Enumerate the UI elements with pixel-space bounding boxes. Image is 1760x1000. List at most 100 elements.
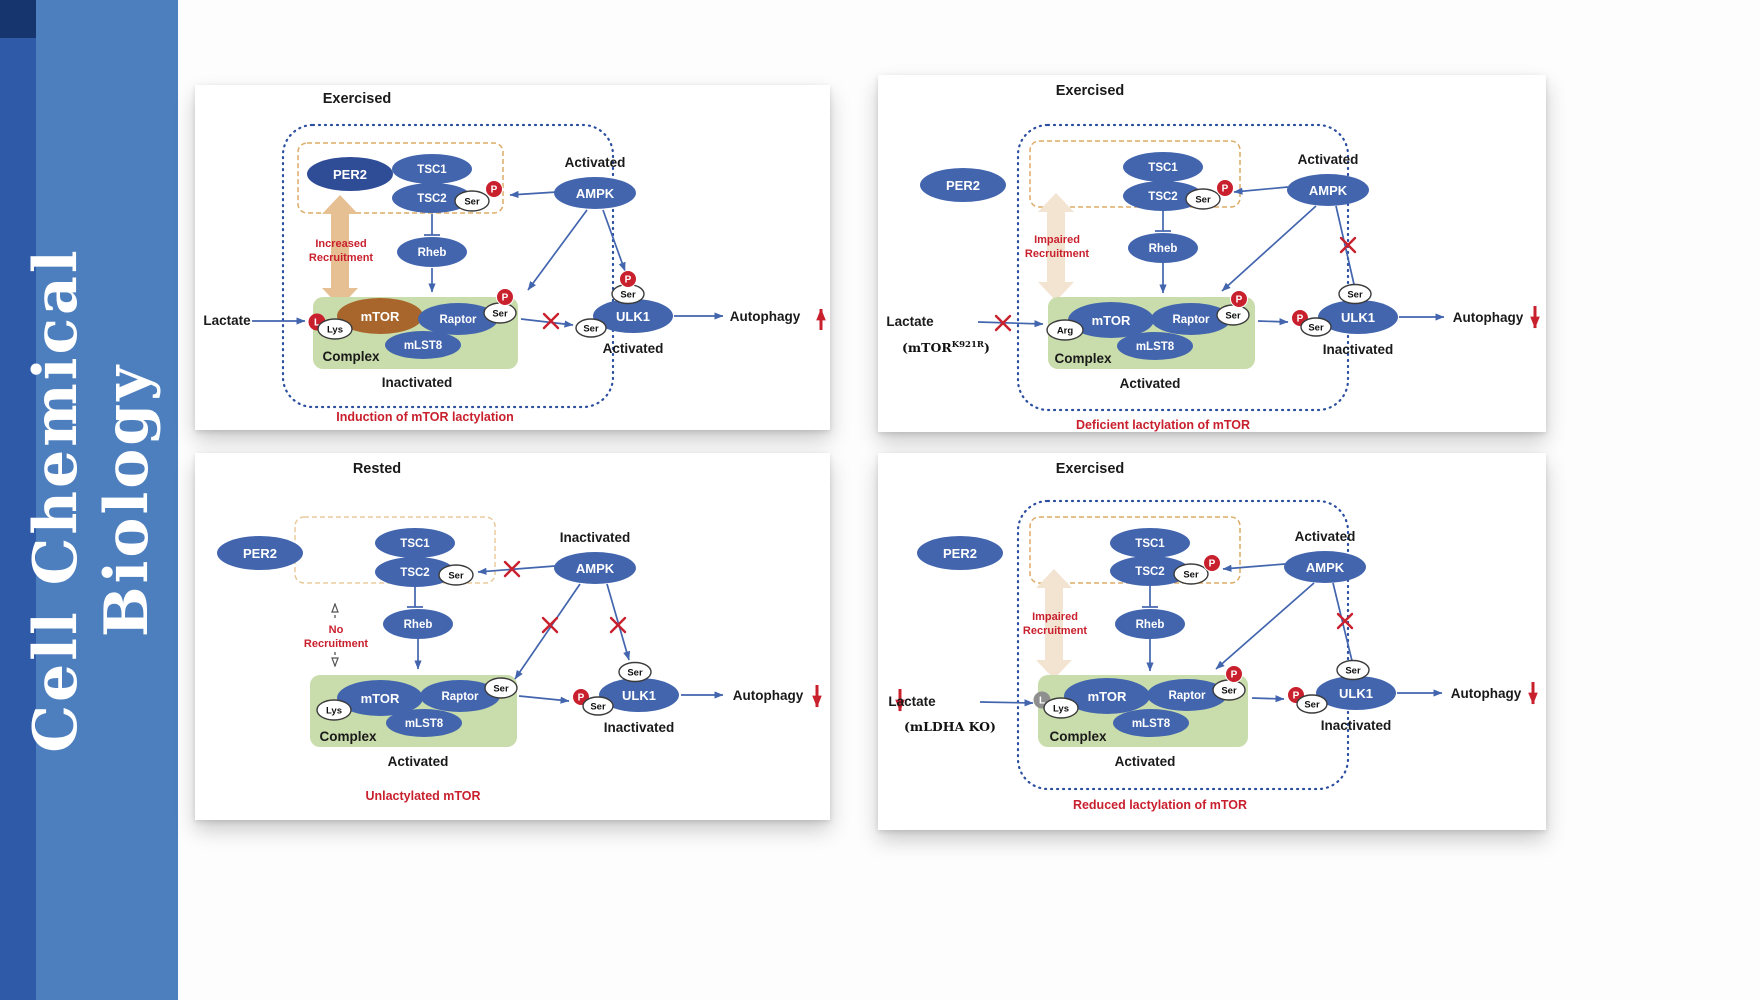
autophagy-label: Autophagy [1451,686,1522,701]
svg-text:P: P [625,275,632,286]
autophagy-label: Autophagy [730,309,801,324]
ulk1-state-label: Inactivated [1323,342,1394,357]
svg-text:P: P [1209,559,1216,570]
sidebar-edge-strip [0,0,36,1000]
svg-text:mLST8: mLST8 [405,718,444,730]
svg-text:TSC2: TSC2 [400,567,429,579]
svg-text:Lys: Lys [327,325,343,336]
panel-title: Exercised [1056,461,1125,477]
panel-caption: Induction of mTOR lactylation [336,410,514,424]
panel-rested-unlactylated: PER2 TSC1 TSC2 Ser Inactivated AMPK Rheb… [195,453,830,820]
recruitment-label-line2: Recruitment [304,638,369,650]
recruitment-zone-box [297,142,504,214]
ampk-state-label: Activated [1295,529,1356,544]
svg-text:TSC2: TSC2 [1148,191,1177,203]
svg-text:Ser: Ser [590,702,606,713]
svg-text:mLST8: mLST8 [1132,718,1171,730]
complex-state-label: Activated [1120,376,1181,391]
panel-title: Rested [353,461,401,477]
ampk-node: AMPK [1287,174,1369,206]
tsc2-ser-site: Ser [1173,563,1209,585]
journal-title: Cell Chemical Biology [21,247,163,752]
svg-text:Raptor: Raptor [1172,314,1210,326]
svg-text:P: P [1231,670,1238,681]
lactate-label: Lactate [886,314,934,329]
mtor-mutant-label: (mTORK921R) [902,340,990,355]
mlst8-node: mLST8 [1117,332,1193,360]
lactate-label: Lactate [203,313,251,328]
svg-text:Ser: Ser [492,309,508,320]
svg-text:TSC1: TSC1 [417,164,447,176]
svg-text:PER2: PER2 [943,546,977,561]
ulk1-ser-site-top: Ser [1338,283,1372,305]
ulk1-node: ULK1 [599,678,679,712]
ampk-node: AMPK [554,177,636,209]
panel4-diagram: PER2 TSC1 TSC2 Ser P Activated AMPK Rheb… [888,461,1538,812]
svg-text:TSC2: TSC2 [417,193,446,205]
svg-text:ULK1: ULK1 [622,688,656,703]
per2-node: PER2 [217,536,303,570]
raptor-ser-site: Ser [1216,304,1250,326]
recruitment-label-line1: Increased [315,238,366,250]
svg-text:PER2: PER2 [333,167,367,182]
panel-exercised-reduced: PER2 TSC1 TSC2 Ser P Activated AMPK Rheb… [878,453,1546,830]
tsc2-ser-site: Ser [454,190,490,212]
svg-text:L: L [314,318,320,329]
rheb-node: Rheb [383,609,453,639]
svg-text:mLST8: mLST8 [404,340,443,352]
ulk1-node: ULK1 [1316,676,1396,710]
panel-exercised-induction: PER2 TSC1 TSC2 Ser P Activated AMPK Rheb… [195,85,830,430]
autophagy-label: Autophagy [733,688,804,703]
ldha-knockout-label: (mLDHA KO) [904,719,996,734]
journal-sidebar [0,0,178,1000]
panel-caption: Deficient lactylation of mTOR [1076,418,1250,432]
complex-state-label: Inactivated [382,375,453,390]
svg-text:mTOR: mTOR [361,691,400,706]
ampk-state-label: Activated [565,155,626,170]
svg-text:Rheb: Rheb [404,619,433,631]
svg-text:ULK1: ULK1 [1341,310,1375,325]
autophagy-label: Autophagy [1453,310,1524,325]
recruitment-label-line1: Impaired [1034,234,1080,246]
complex-label: Complex [319,729,377,744]
svg-text:Ser: Ser [1225,311,1241,322]
svg-text:TSC1: TSC1 [400,538,430,550]
panel2-diagram: PER2 TSC1 TSC2 Ser P Activated AMPK Rheb… [886,83,1540,432]
tsc1-node: TSC1 [1110,528,1190,558]
ampk-node: AMPK [554,552,636,584]
tsc2-phospho-badge: P [485,180,503,198]
svg-text:Ser: Ser [448,571,464,582]
panel-exercised-deficient: PER2 TSC1 TSC2 Ser P Activated AMPK Rheb… [878,75,1546,432]
raptor-node: Raptor [420,680,500,712]
lys-site: Lys [317,318,353,340]
svg-text:TSC2: TSC2 [1135,566,1164,578]
raptor-node: Raptor [418,303,498,335]
lactate-label: Lactate [888,694,936,709]
raptor-phospho-badge: P [1230,290,1248,308]
svg-text:Raptor: Raptor [441,691,479,703]
panel-caption: Reduced lactylation of mTOR [1073,798,1247,812]
blocked-x-icon [542,312,560,330]
recruitment-zone-box [294,516,496,584]
svg-text:AMPK: AMPK [576,186,615,201]
svg-text:Ser: Ser [464,197,480,208]
ulk1-node: ULK1 [593,299,673,333]
svg-text:P: P [1236,295,1243,306]
svg-text:AMPK: AMPK [576,561,615,576]
mtor-node: mTOR [1068,302,1154,338]
svg-text:Ser: Ser [1221,686,1237,697]
svg-text:Raptor: Raptor [1168,690,1206,702]
tsc1-node: TSC1 [375,528,455,558]
recruitment-double-arrow-faded [1036,569,1072,679]
svg-text:Rheb: Rheb [418,247,447,259]
svg-text:mTOR: mTOR [1088,689,1127,704]
panel-title: Exercised [323,91,392,107]
pathway-boundary-box [281,123,615,409]
per2-node: PER2 [920,168,1006,202]
svg-text:PER2: PER2 [243,546,277,561]
svg-text:Ser: Ser [1195,195,1211,206]
svg-text:TSC1: TSC1 [1135,538,1165,550]
svg-text:P: P [1297,314,1304,325]
ampk-complex-blocked-x-icon [541,616,559,634]
svg-text:Ser: Ser [493,684,509,695]
